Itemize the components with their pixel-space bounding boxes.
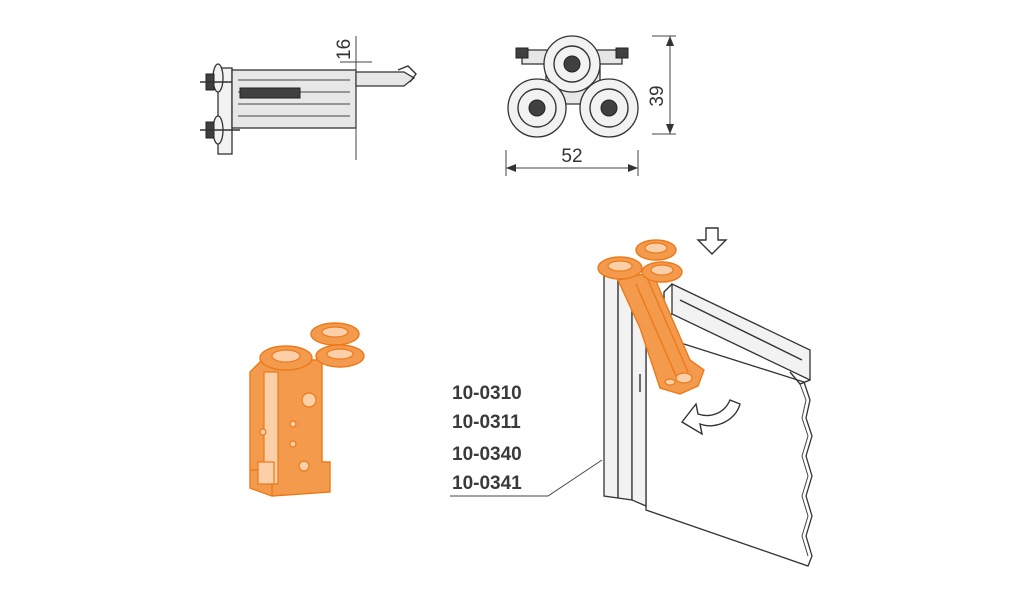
rotate-arrow-icon [680, 399, 741, 436]
dim-52-label: 52 [561, 146, 582, 167]
part-number-1: 10-0311 [452, 412, 521, 433]
inserted-carriage [617, 271, 705, 395]
insert-down-arrow-icon [696, 227, 728, 255]
carriage-hole-top [301, 392, 317, 408]
part-number-3: 10-0341 [452, 473, 522, 494]
front-bolt-left [515, 47, 529, 59]
carriage-clip [257, 461, 275, 485]
part-number-2: 10-0340 [452, 444, 522, 465]
dim-16-label: 16 [334, 39, 355, 60]
installation-view [450, 227, 813, 567]
roller-carriage-part [249, 322, 365, 497]
carriage-side-flange [263, 371, 279, 485]
side-spring [239, 87, 301, 99]
part-number-leader [450, 459, 603, 497]
side-body [231, 69, 357, 129]
side-view-drawing: 16 [200, 36, 417, 160]
front-view-drawing: 39 52 [505, 35, 676, 176]
carriage-hole-bottom [298, 460, 310, 472]
dim-39-label: 39 [647, 85, 668, 106]
part-number-0: 10-0310 [452, 383, 522, 404]
part-number-list: 10-0310 10-0311 10-0340 10-0341 [452, 383, 522, 494]
side-rod [355, 71, 416, 87]
front-bolt-right [615, 47, 629, 59]
